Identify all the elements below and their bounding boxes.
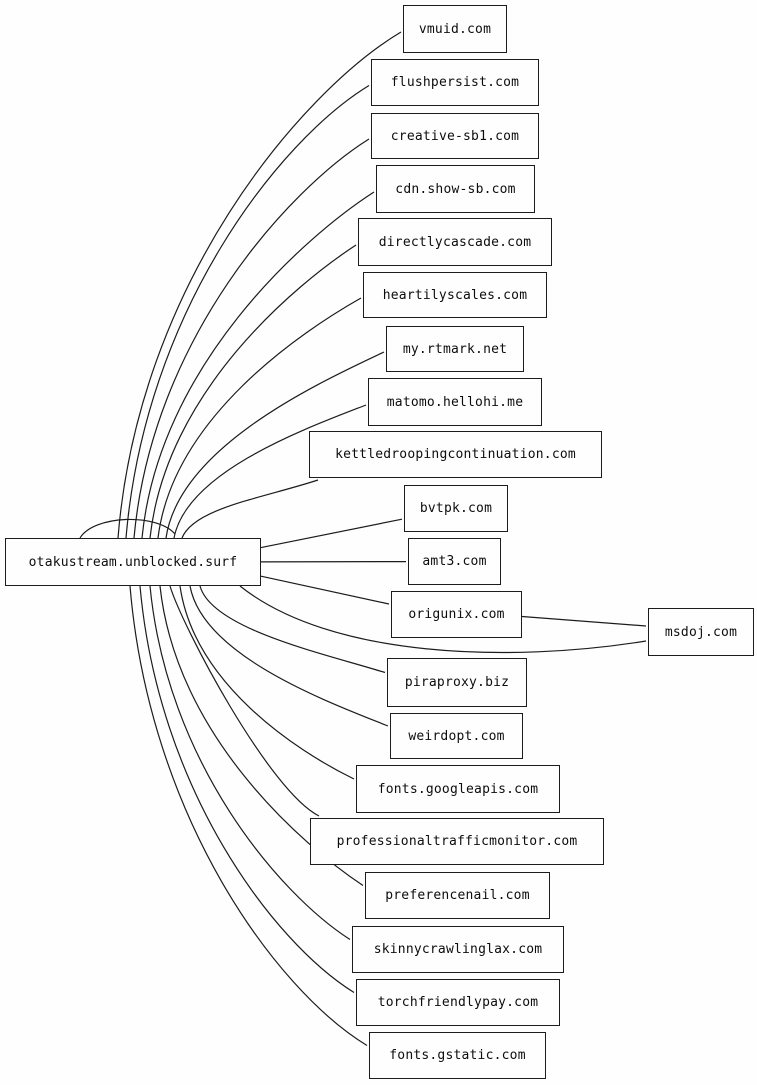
edge-otakustream-to-piraproxy — [199, 585, 386, 674]
node-label: my.rtmark.net — [402, 341, 508, 357]
node-label: cdn.show-sb.com — [395, 181, 516, 197]
node-skinnycrawling: skinnycrawlinglax.com — [352, 926, 564, 973]
node-label: weirdopt.com — [408, 728, 505, 744]
node-label: matomo.hellohi.me — [386, 394, 524, 410]
node-label: torchfriendlypay.com — [377, 995, 539, 1010]
node-preferencenail: preferencenail.com — [365, 872, 550, 919]
edge-otakustream-to-fontsgoogleapis — [179, 585, 355, 780]
node-label: fonts.googleapis.com — [377, 781, 539, 797]
node-vmuid: vmuid.com — [403, 5, 507, 53]
node-piraproxy: piraproxy.biz — [387, 658, 527, 707]
node-label: bvtpk.com — [419, 501, 493, 516]
node-label: flushpersist.com — [390, 75, 520, 90]
edge-otakustream-to-bvtpk — [260, 518, 403, 549]
node-cdnshowsb: cdn.show-sb.com — [376, 165, 535, 213]
edge-otakustream-to-cdnshowsb — [141, 191, 375, 539]
node-flushpersist: flushpersist.com — [371, 59, 539, 106]
node-bvtpk: bvtpk.com — [404, 485, 508, 532]
edge-otakustream-to-matomohellohi — [173, 404, 367, 539]
edge-otakustream-to-weirdopt — [189, 585, 389, 727]
edge-otakustream-to-skinnycrawling — [149, 585, 351, 941]
edge-otakustream-to-fontsgstatic — [129, 585, 368, 1047]
node-otakustream: otakustream.unblocked.surf — [5, 538, 261, 586]
node-label: kettledroopingcontinuation.com — [335, 447, 576, 462]
edge-otakustream-to-vmuid — [117, 31, 402, 539]
node-label: professionaltrafficmonitor.com — [336, 834, 578, 849]
edge-otakustream-to-preferencenail — [159, 585, 364, 886]
edge-otakustream-to-torchfriendly — [139, 585, 355, 994]
edge-otakustream-to-otakustream — [79, 518, 176, 539]
node-label: origunix.com — [408, 607, 505, 622]
edge-otakustream-to-creativesb1 — [133, 138, 370, 539]
node-directlycascade: directlycascade.com — [358, 218, 552, 266]
node-protrafficmon: professionaltrafficmonitor.com — [310, 818, 604, 865]
node-weirdopt: weirdopt.com — [390, 713, 523, 759]
node-amt3: amt3.com — [408, 538, 501, 585]
node-origunix: origunix.com — [391, 591, 522, 638]
node-matomohellohi: matomo.hellohi.me — [368, 378, 542, 426]
edge-otakustream-to-flushpersist — [125, 84, 370, 539]
edge-otakustream-to-kettledrooping — [181, 479, 319, 539]
node-label: skinnycrawlinglax.com — [373, 942, 543, 957]
node-label: vmuid.com — [418, 21, 492, 37]
node-label: heartilyscales.com — [382, 287, 528, 303]
edge-otakustream-to-myrtmark — [165, 351, 385, 539]
node-label: otakustream.unblocked.surf — [28, 554, 238, 570]
node-label: preferencenail.com — [385, 888, 530, 903]
edge-otakustream-to-origunix — [260, 575, 390, 605]
node-label: creative-sb1.com — [390, 128, 520, 144]
node-msdoj: msdoj.com — [648, 608, 754, 656]
node-torchfriendly: torchfriendlypay.com — [356, 979, 560, 1026]
node-fontsgoogleapis: fonts.googleapis.com — [356, 765, 560, 813]
edge-otakustream-to-heartilyscales — [157, 297, 362, 539]
edge-otakustream-to-msdoj — [239, 585, 647, 654]
node-label: piraproxy.biz — [404, 675, 510, 690]
node-myrtmark: my.rtmark.net — [386, 326, 524, 372]
node-kettledrooping: kettledroopingcontinuation.com — [309, 431, 602, 478]
node-creativesb1: creative-sb1.com — [371, 113, 539, 159]
edge-origunix-to-msdoj — [521, 615, 647, 627]
edge-otakustream-to-directlycascade — [149, 244, 357, 539]
node-heartilyscales: heartilyscales.com — [363, 272, 547, 318]
node-label: fonts.gstatic.com — [389, 1048, 526, 1063]
node-fontsgstatic: fonts.gstatic.com — [369, 1032, 546, 1079]
node-label: directlycascade.com — [378, 234, 532, 250]
edge-otakustream-to-protrafficmon — [169, 585, 320, 817]
node-label: amt3.com — [422, 554, 487, 569]
node-label: msdoj.com — [664, 624, 738, 640]
